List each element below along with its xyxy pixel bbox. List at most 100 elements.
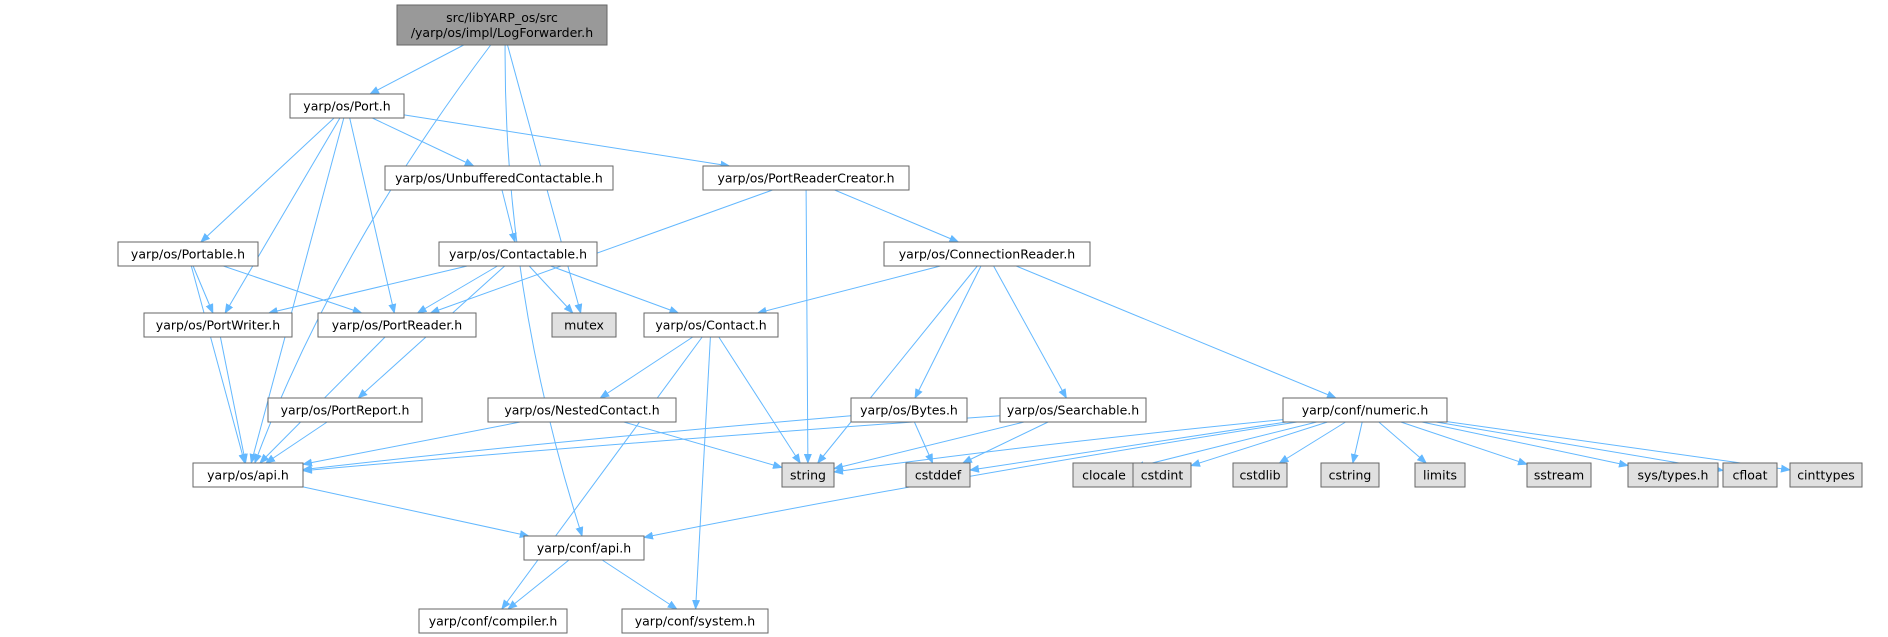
- node-portreport[interactable]: yarp/os/PortReport.h: [267, 397, 423, 423]
- edge-contact-to-string: [718, 336, 801, 464]
- node-clocale-label: clocale: [1082, 468, 1126, 483]
- node-readercreator[interactable]: yarp/os/PortReaderCreator.h: [702, 165, 910, 191]
- node-root[interactable]: src/libYARP_os/src/yarp/os/impl/LogForwa…: [396, 4, 608, 46]
- edge-contactable-to-contact: [550, 265, 680, 314]
- edge-port-to-readercreator: [403, 114, 731, 169]
- edge-connreader-to-bytes: [914, 265, 982, 399]
- node-root-box: [396, 4, 608, 46]
- edge-numeric-to-cstddef: [969, 421, 1287, 473]
- node-confapi[interactable]: yarp/conf/api.h: [523, 535, 645, 561]
- node-cstdlib: cstdlib: [1232, 462, 1288, 488]
- node-bytes-label: yarp/os/Bytes.h: [860, 403, 958, 418]
- node-nested[interactable]: yarp/os/NestedContact.h: [487, 397, 677, 423]
- edge-bytes-to-cstddef: [913, 421, 934, 464]
- node-portreader[interactable]: yarp/os/PortReader.h: [317, 312, 477, 338]
- edge-root-to-port: [369, 44, 464, 95]
- node-cfloat-box: [1722, 462, 1778, 488]
- node-port-label: yarp/os/Port.h: [303, 99, 390, 114]
- edge-searchable-to-string: [833, 421, 1025, 471]
- edge-numeric-to-string: [833, 419, 1284, 475]
- node-nested-label: yarp/os/NestedContact.h: [504, 403, 659, 418]
- node-portable-label: yarp/os/Portable.h: [131, 247, 245, 262]
- edge-contactable-to-portreader: [416, 265, 498, 314]
- edge-numeric-to-limits: [1378, 421, 1427, 464]
- edge-port-to-portreader: [349, 117, 397, 314]
- edge-contactable-to-mutex: [528, 265, 574, 314]
- node-portwriter[interactable]: yarp/os/PortWriter.h: [143, 312, 293, 338]
- node-string-label: string: [790, 468, 826, 483]
- node-cstdint-label: cstdint: [1141, 468, 1184, 483]
- node-portreader-box: [317, 312, 477, 338]
- node-numeric-box: [1282, 397, 1448, 423]
- node-cstdint: cstdint: [1132, 462, 1192, 488]
- node-system-label: yarp/conf/system.h: [635, 614, 755, 629]
- node-portreport-box: [267, 397, 423, 423]
- edge-portwriter-to-osapi: [219, 336, 248, 464]
- node-bytes[interactable]: yarp/os/Bytes.h: [850, 397, 968, 423]
- node-osapi-label: yarp/os/api.h: [207, 468, 289, 483]
- edge-readercreator-to-connreader: [834, 189, 960, 243]
- edge-contact-to-nested: [599, 336, 694, 399]
- node-clocale: clocale: [1072, 462, 1136, 488]
- node-system[interactable]: yarp/conf/system.h: [621, 608, 769, 634]
- node-portwriter-label: yarp/os/PortWriter.h: [156, 318, 280, 333]
- node-cstdint-box: [1132, 462, 1192, 488]
- edge-confapi-to-system: [601, 559, 678, 610]
- node-osapi[interactable]: yarp/os/api.h: [192, 462, 304, 488]
- node-portwriter-box: [143, 312, 293, 338]
- node-mutex-label: mutex: [564, 318, 604, 333]
- edge-port-to-osapi: [249, 117, 345, 464]
- node-readercreator-label: yarp/os/PortReaderCreator.h: [717, 171, 894, 186]
- edge-numeric-to-clocale: [1134, 421, 1317, 470]
- edge-osapi-to-confapi: [302, 486, 530, 539]
- node-numeric-label: yarp/conf/numeric.h: [1302, 403, 1429, 418]
- edge-portreport-to-osapi: [265, 421, 328, 464]
- node-contact[interactable]: yarp/os/Contact.h: [643, 312, 779, 338]
- node-connreader[interactable]: yarp/os/ConnectionReader.h: [883, 241, 1091, 267]
- node-systypes-label: sys/types.h: [1638, 468, 1709, 483]
- node-unbuffered-box: [384, 165, 614, 191]
- edge-numeric-to-cstring: [1350, 421, 1363, 464]
- node-systypes-box: [1627, 462, 1719, 488]
- edge-root-to-confapi: [504, 44, 584, 537]
- node-portreader-label: yarp/os/PortReader.h: [332, 318, 462, 333]
- node-searchable-box: [999, 397, 1147, 423]
- edge-readercreator-to-string: [803, 189, 812, 464]
- node-unbuffered[interactable]: yarp/os/UnbufferedContactable.h: [384, 165, 614, 191]
- node-cinttypes-label: cinttypes: [1797, 468, 1855, 483]
- edge-numeric-to-cstdlib: [1278, 421, 1346, 464]
- edge-numeric-to-systypes: [1421, 421, 1629, 468]
- node-readercreator-box: [702, 165, 910, 191]
- node-cstddef-box: [905, 462, 971, 488]
- node-cfloat-label: cfloat: [1733, 468, 1768, 483]
- edge-port-to-portwriter: [224, 117, 341, 314]
- edge-portable-to-osapi: [190, 265, 247, 464]
- node-bytes-box: [850, 397, 968, 423]
- node-port[interactable]: yarp/os/Port.h: [289, 93, 405, 119]
- node-contact-label: yarp/os/Contact.h: [655, 318, 766, 333]
- edge-port-to-portable: [200, 117, 335, 243]
- node-contactable-label: yarp/os/Contactable.h: [449, 247, 587, 262]
- edge-contact-to-system: [692, 336, 711, 610]
- node-portable[interactable]: yarp/os/Portable.h: [117, 241, 259, 267]
- node-cstddef-label: cstddef: [915, 468, 962, 483]
- node-cstring-label: cstring: [1329, 468, 1372, 483]
- node-searchable[interactable]: yarp/os/Searchable.h: [999, 397, 1147, 423]
- node-compiler[interactable]: yarp/conf/compiler.h: [418, 608, 568, 634]
- node-string-box: [781, 462, 835, 488]
- node-numeric[interactable]: yarp/conf/numeric.h: [1282, 397, 1448, 423]
- node-contact-box: [643, 312, 779, 338]
- node-contactable[interactable]: yarp/os/Contactable.h: [438, 241, 598, 267]
- node-cinttypes: cinttypes: [1789, 462, 1863, 488]
- node-system-box: [621, 608, 769, 634]
- node-cstddef: cstddef: [905, 462, 971, 488]
- edge-portable-to-portwriter: [192, 265, 214, 314]
- edge-confapi-to-compiler: [507, 559, 570, 610]
- node-cstdlib-box: [1232, 462, 1288, 488]
- node-root-label: /yarp/os/impl/LogForwarder.h: [411, 25, 593, 40]
- node-mutex: mutex: [551, 312, 617, 338]
- edge-nested-to-string: [623, 421, 783, 469]
- node-connreader-box: [883, 241, 1091, 267]
- node-limits: limits: [1414, 462, 1466, 488]
- edge-connreader-to-string: [817, 265, 978, 464]
